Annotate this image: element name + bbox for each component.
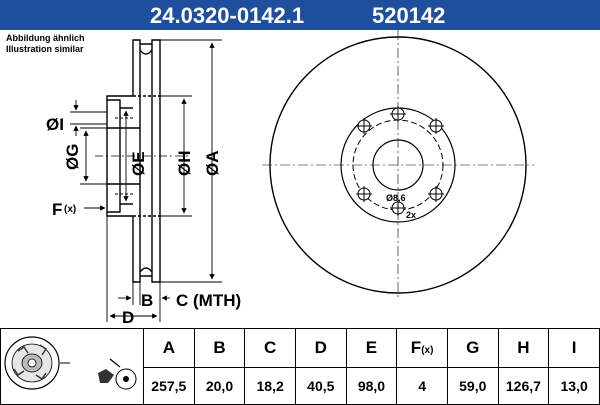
value-h: 126,7	[497, 367, 550, 405]
label-bolt-dia: Ø8,6	[386, 193, 406, 203]
label-dia-i: ØI	[46, 115, 64, 134]
product-thumbnail	[0, 328, 144, 405]
value-c: 18,2	[244, 367, 296, 405]
bolt-holes	[356, 106, 444, 216]
header-i: I	[548, 327, 600, 369]
label-f: F	[52, 200, 62, 219]
dimension-lines	[70, 39, 222, 322]
bolt-hole	[428, 186, 444, 202]
value-d: 40,5	[294, 367, 347, 405]
title-bar: 24.0320-0142.1 520142	[0, 0, 600, 30]
header-g: G	[446, 327, 499, 369]
value-i: 13,0	[548, 367, 600, 405]
note-english: Illustration similar	[6, 44, 84, 54]
spec-table: A B C D E F(x) G H I 257,5 20,0 18,2 40,…	[0, 327, 600, 405]
disc-front-view	[262, 30, 534, 300]
bolt-hole	[390, 200, 406, 216]
label-bolt-count: 2x	[406, 210, 416, 220]
label-dia-a: ØA	[203, 151, 222, 177]
short-number: 520142	[372, 3, 446, 28]
bolt-hole	[356, 118, 372, 134]
value-a: 257,5	[143, 367, 195, 405]
disc-thumbnail-icon	[4, 336, 137, 390]
illustration-note: Abbildung ähnlich Illustration similar	[6, 33, 85, 55]
label-b: B	[141, 291, 153, 310]
label-f-sub: (x)	[64, 204, 76, 215]
label-dia-h: ØH	[175, 151, 194, 177]
note-german: Abbildung ähnlich	[6, 33, 85, 43]
header-a: A	[143, 327, 195, 369]
label-c: C (MTH)	[176, 291, 241, 310]
header-f-label: F	[410, 338, 422, 358]
header-f: F(x)	[396, 327, 448, 369]
value-g: 59,0	[446, 367, 499, 405]
part-number: 24.0320-0142.1	[150, 3, 305, 28]
technical-drawing: ØI ØG ØE ØH ØA F (x) B C (MTH) D Ø8,6 2x	[46, 30, 534, 327]
header-e: E	[345, 327, 398, 369]
bolt-hole	[356, 186, 372, 202]
value-b: 20,0	[193, 367, 246, 405]
label-d: D	[122, 308, 134, 327]
bolt-hole	[428, 118, 444, 134]
header-d: D	[294, 327, 347, 369]
header-c: C	[244, 327, 296, 369]
header-h: H	[497, 327, 550, 369]
value-f: 4	[396, 367, 448, 405]
bolt-hole	[390, 106, 406, 122]
value-e: 98,0	[345, 367, 398, 405]
header-f-sub: (x)	[421, 345, 434, 357]
header-b: B	[193, 327, 246, 369]
label-dia-g: ØG	[63, 144, 82, 170]
label-dia-e: ØE	[129, 151, 148, 176]
